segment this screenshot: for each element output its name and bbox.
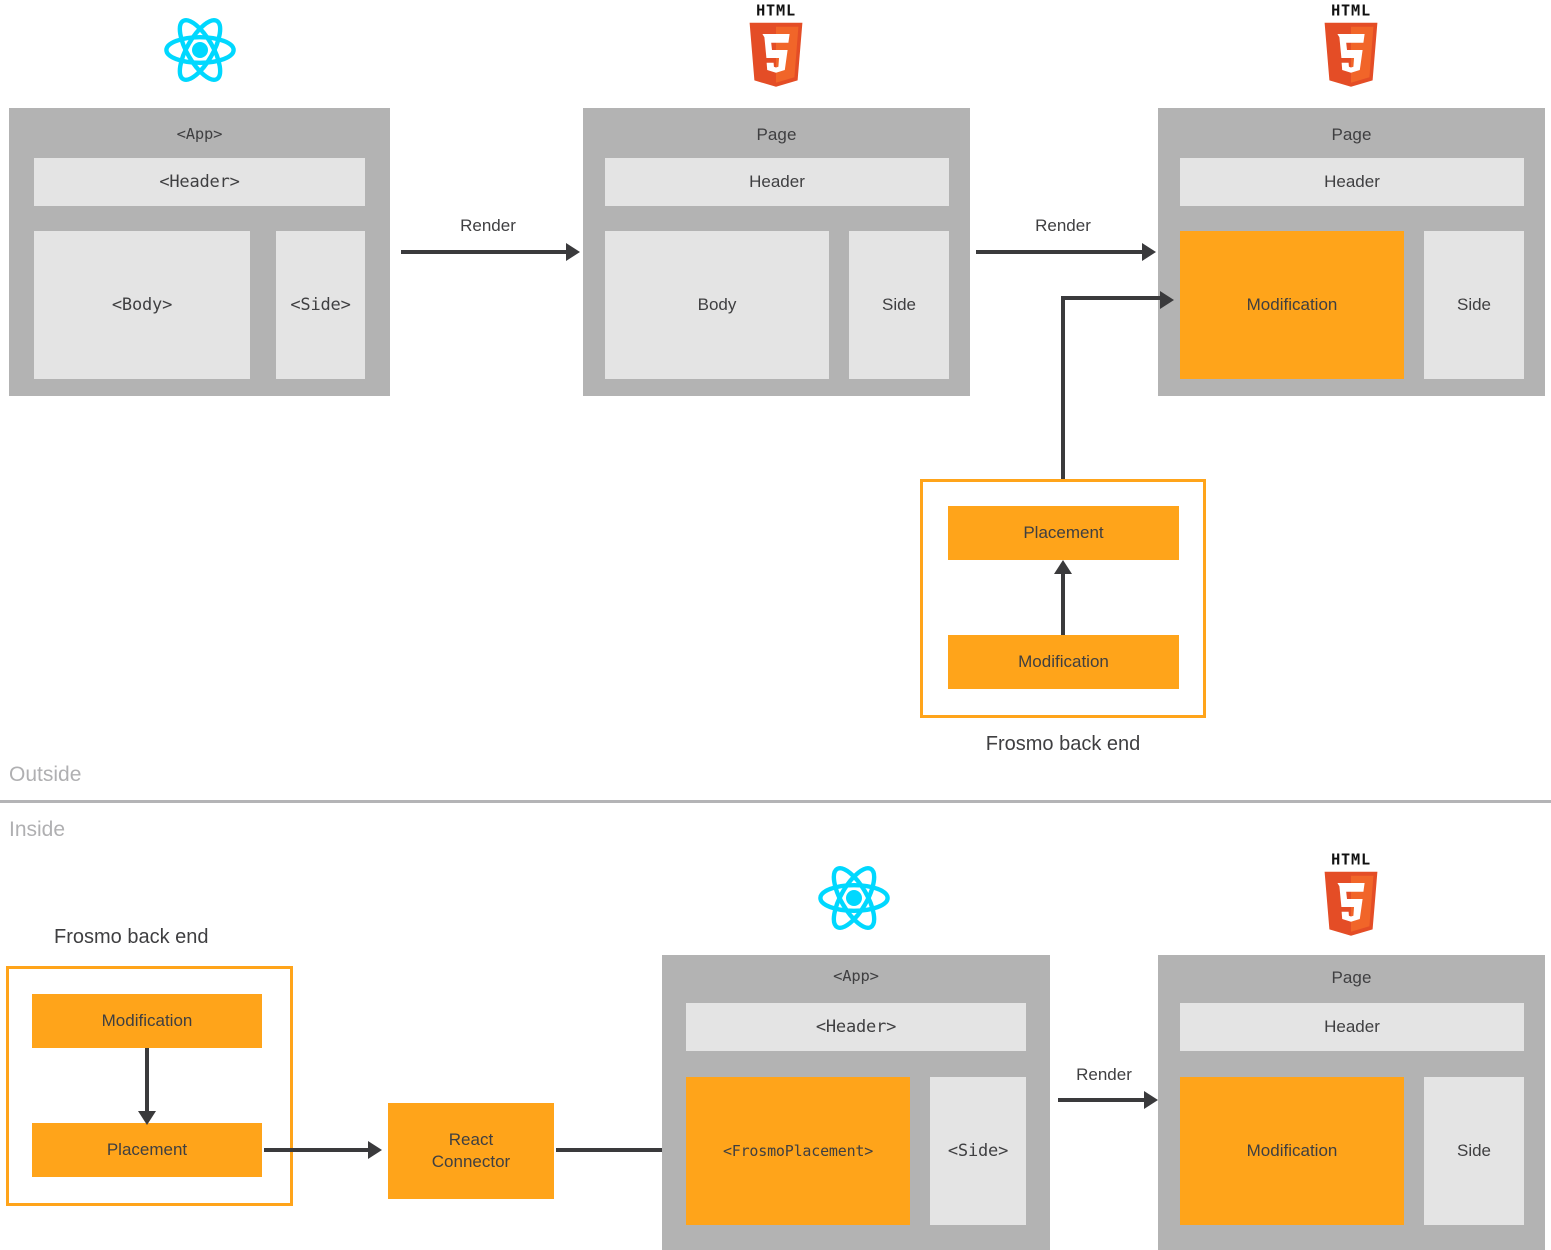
- page-bottom-header-box: Header: [1180, 1003, 1524, 1051]
- react-app-block-bottom: <App> <Header> <FrosmoPlacement> <Side>: [662, 955, 1050, 1250]
- render-arrow-1-label: Render: [460, 216, 516, 235]
- render-arrow-2-label: Render: [1035, 216, 1091, 235]
- frosmo-modification-box-top: Modification: [948, 635, 1179, 689]
- frosmo-internal-arrow-line-bottom: [145, 1048, 149, 1111]
- app-bottom-block-title: <App>: [833, 967, 879, 985]
- app-header-box: <Header>: [34, 158, 365, 206]
- render-arrow-2-line: [976, 250, 1142, 254]
- frosmo-modification-box-bottom: Modification: [32, 994, 262, 1048]
- zone-divider: [0, 800, 1551, 803]
- inside-zone-label: Inside: [9, 818, 66, 841]
- html5-logo-icon: HTML: [736, 2, 816, 90]
- frosmo-elbow-vertical-line: [1061, 296, 1065, 482]
- page-header-box: Header: [605, 158, 949, 206]
- frosmo-elbow-arrow-head: [1160, 291, 1174, 309]
- app-bottom-side-box: <Side>: [930, 1077, 1026, 1225]
- svg-text:HTML: HTML: [756, 2, 796, 20]
- app-bottom-header-box: <Header>: [686, 1003, 1026, 1051]
- react-connector-box: React Connector: [388, 1103, 554, 1199]
- render-arrow-3-line: [1058, 1098, 1144, 1102]
- react-logo-icon: [160, 10, 240, 90]
- react-connector-label-line1: React: [448, 1129, 494, 1149]
- placement-to-connector-head: [368, 1141, 382, 1159]
- page-modified-block-title: Page: [1331, 125, 1372, 144]
- page-bottom-modification-box: Modification: [1180, 1077, 1404, 1225]
- render-arrow-1-line: [401, 250, 566, 254]
- app-body-box: <Body>: [34, 231, 250, 379]
- page-block-title: Page: [756, 125, 797, 144]
- html-page-block-bottom: Page Header Modification Side: [1158, 955, 1545, 1250]
- placement-to-connector-line: [264, 1148, 368, 1152]
- app-side-box: <Side>: [276, 231, 365, 379]
- frosmo-placement-box-top: Placement: [948, 506, 1179, 560]
- connector-to-app-line: [556, 1148, 666, 1152]
- react-logo-icon: [814, 858, 894, 938]
- outside-zone-label: Outside: [9, 763, 82, 786]
- frosmo-internal-arrow-line-top: [1061, 572, 1065, 635]
- page-bottom-block-title: Page: [1331, 968, 1372, 987]
- frosmo-placement-component-box: <FrosmoPlacement>: [686, 1077, 910, 1225]
- svg-text:HTML: HTML: [1331, 851, 1371, 869]
- frosmo-placement-box-bottom: Placement: [32, 1123, 262, 1177]
- html5-logo-icon: HTML: [1311, 851, 1391, 939]
- html-page-modified-block: Page Header Modification Side: [1158, 108, 1545, 396]
- frosmo-internal-arrow-head-top: [1054, 560, 1072, 574]
- html5-logo-icon: HTML: [1311, 2, 1391, 90]
- html-page-block: Page Header Body Side: [583, 108, 970, 396]
- app-block-title: <App>: [176, 125, 223, 143]
- page-body-box: Body: [605, 231, 829, 379]
- page-modified-side-box: Side: [1424, 231, 1524, 379]
- frosmo-backend-caption-top: Frosmo back end: [985, 733, 1141, 755]
- react-connector-label-line2: Connector: [431, 1152, 511, 1171]
- render-arrow-1-head: [566, 243, 580, 261]
- render-arrow-3-head: [1144, 1091, 1158, 1109]
- page-modified-header-box: Header: [1180, 158, 1524, 206]
- page-side-box: Side: [849, 231, 949, 379]
- react-app-block: <App> <Header> <Body> <Side>: [9, 108, 390, 396]
- svg-text:HTML: HTML: [1331, 2, 1371, 20]
- render-arrow-3-label: Render: [1076, 1065, 1132, 1084]
- frosmo-internal-arrow-head-bottom: [138, 1111, 156, 1125]
- page-modified-modification-box: Modification: [1180, 231, 1404, 379]
- frosmo-elbow-horizontal-line: [1061, 296, 1160, 300]
- render-arrow-2-head: [1142, 243, 1156, 261]
- page-bottom-side-box: Side: [1424, 1077, 1524, 1225]
- frosmo-backend-caption-bottom: Frosmo back end: [54, 926, 209, 948]
